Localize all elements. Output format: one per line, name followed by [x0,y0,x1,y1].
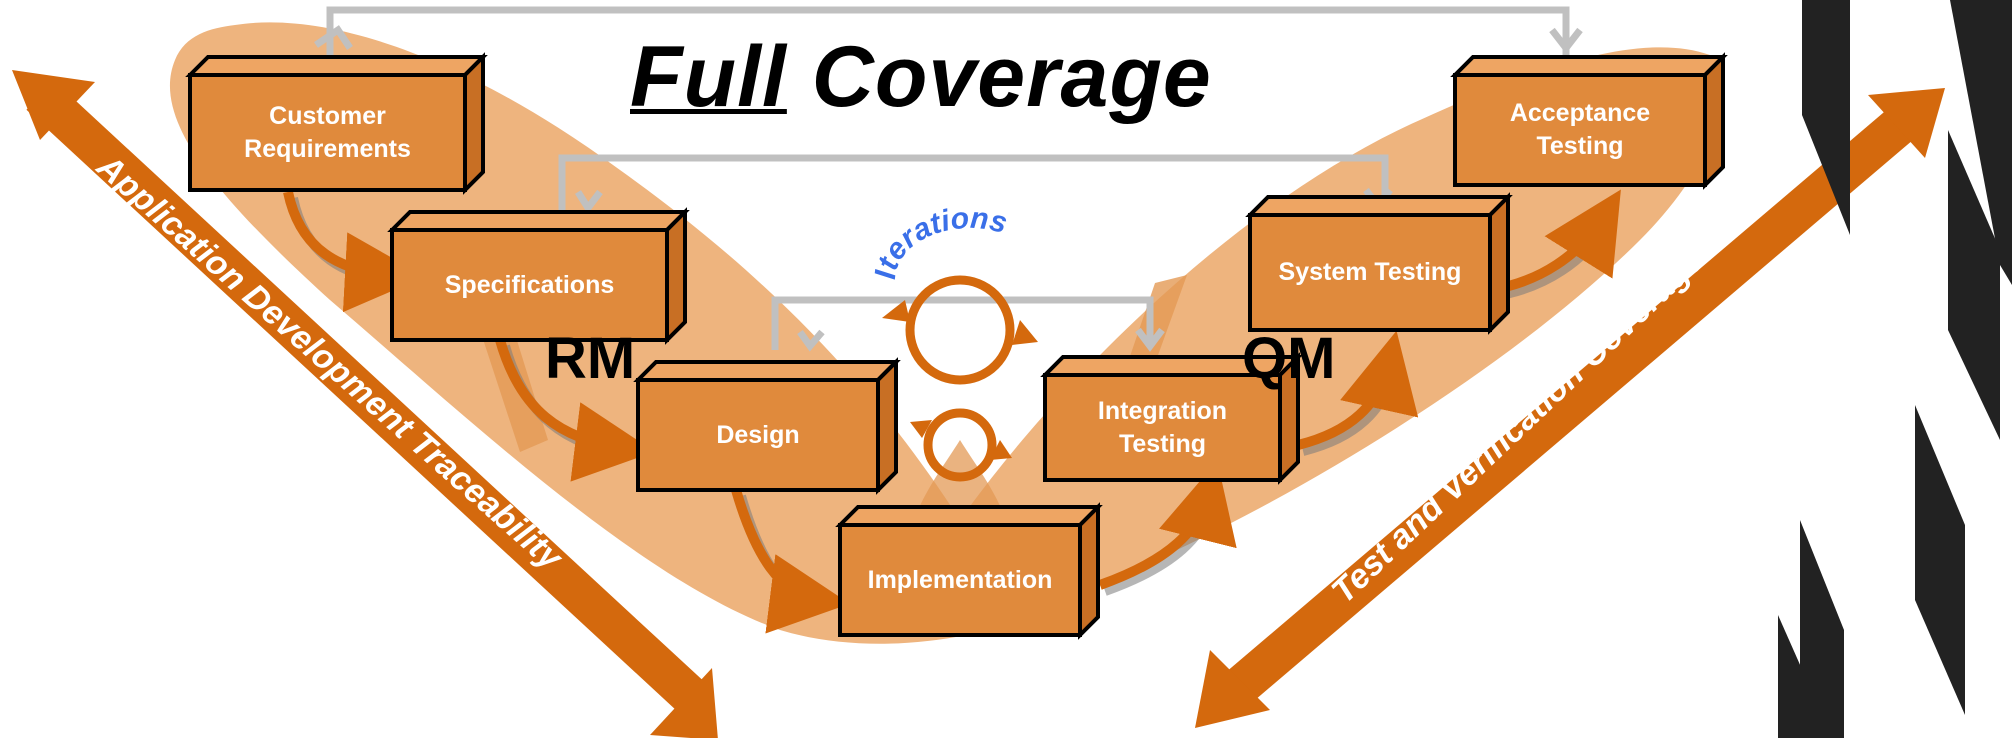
design-box [633,357,901,495]
implementation-box [835,502,1103,640]
decor-bar [1800,520,1844,738]
title-rest: Coverage [811,29,1212,125]
system-testing-box [1245,192,1513,335]
connector-specifications-system [558,154,1389,210]
decor-bar [1915,405,1965,715]
acceptance-testing-box [1450,52,1728,190]
customer-requirements-label: Customer Requirements [244,101,411,163]
decorative-bars [1778,0,2012,738]
rm-label: RM [545,326,636,391]
specifications-label: Specifications [444,270,615,299]
decor-bar [1802,0,1850,235]
connector-design-integration [771,296,1154,350]
decor-bar [1950,0,2012,285]
qm-label: QM [1242,326,1336,391]
customer-requirements-box [185,52,488,195]
system-testing-label: System Testing [1278,258,1462,286]
title-emphasis: Full [630,29,787,125]
acceptance-testing-label: Acceptance Testing [1509,99,1651,160]
integration-testing-label: Integration Testing [1097,396,1228,458]
iteration-cycle-small [910,408,1012,482]
v-shape-background [169,22,1724,644]
page-title: Full Coverage [630,28,1212,127]
decor-bar [1778,615,1820,738]
iteration-cycle-large [882,275,1038,385]
process-boxes [185,52,1728,640]
iterations-label: Iterations [869,202,1011,281]
right-diagonal-arrow [1195,88,1945,728]
integration-testing-box [1040,352,1303,485]
decor-bar [1948,130,2000,440]
specifications-box [387,207,690,345]
left-diagonal-arrow [12,70,718,740]
implementation-label: Implementation [867,565,1053,594]
design-label: Design [716,420,800,449]
